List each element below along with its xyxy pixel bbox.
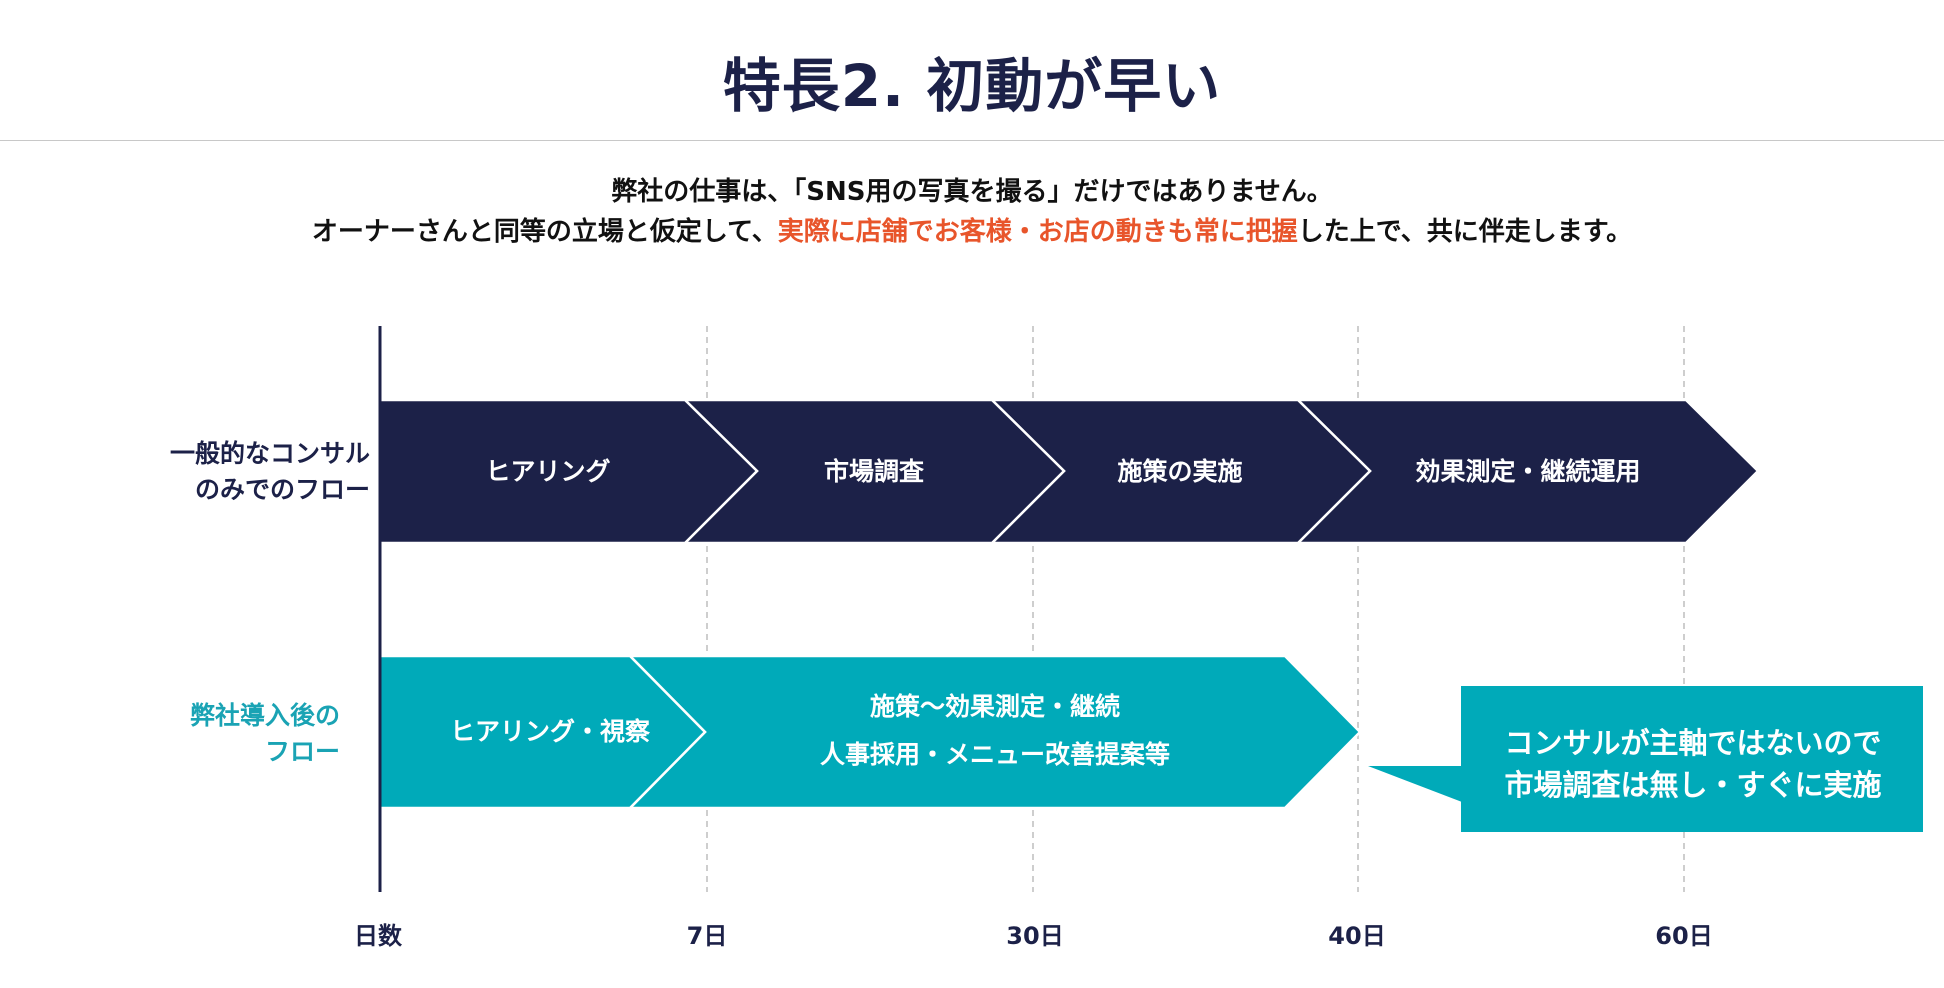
general-step-2-label: 市場調査	[824, 457, 924, 486]
general-flow-label-line-1: 一般的なコンサル	[169, 439, 370, 468]
callout-box	[1461, 686, 1923, 832]
our-step-2-chevron	[627, 654, 1362, 810]
callout-text: コンサルが主軸ではないので 市場調査は無し・すぐに実施	[1463, 722, 1923, 806]
callout-pointer	[1368, 766, 1462, 802]
our-step-1-label: ヒアリング・視察	[450, 717, 651, 746]
axis-label-30: 30日	[1006, 922, 1063, 950]
intro-line-2-accent: 実際に店舗でお客様・お店の動きも常に把握	[777, 217, 1298, 247]
callout-line-2: 市場調査は無し・すぐに実施	[1504, 768, 1882, 802]
intro-line-2-pre: オーナーさんと同等の立場と仮定して、	[311, 217, 778, 247]
intro-line-1: 弊社の仕事は、「SNS用の写真を撮る」だけではありません。	[611, 177, 1333, 207]
our-step-2-label-line-2: 人事採用・メニュー改善提案等	[820, 740, 1170, 769]
our-step-2-label-line-1: 施策～効果測定・継続	[870, 692, 1120, 721]
general-flow-label-line-2: のみでのフロー	[194, 475, 370, 504]
our-flow-label-line-2: フロー	[264, 737, 340, 766]
callout-line-1: コンサルが主軸ではないので	[1504, 726, 1882, 760]
axis-label-days: 日数	[354, 922, 403, 950]
title-divider	[0, 140, 1944, 141]
our-flow-label: 弊社導入後の フロー	[120, 698, 340, 770]
axis-label-7: 7日	[687, 922, 728, 950]
intro-line-2-post: した上で、共に伴走します。	[1297, 217, 1633, 247]
intro-line-2: オーナーさんと同等の立場と仮定して、実際に店舗でお客様・お店の動きも常に把握した…	[0, 212, 1944, 252]
our-flow-label-line-1: 弊社導入後の	[189, 701, 340, 730]
general-step-3-label: 施策の実施	[1117, 457, 1242, 486]
general-flow-label: 一般的なコンサル のみでのフロー	[120, 436, 370, 508]
general-step-4-label: 効果測定・継続運用	[1415, 457, 1640, 486]
general-step-1-label: ヒアリング	[485, 457, 610, 486]
axis-label-40: 40日	[1328, 922, 1385, 950]
intro-text: 弊社の仕事は、「SNS用の写真を撮る」だけではありません。 オーナーさんと同等の…	[0, 172, 1944, 252]
page-title: 特長2. 初動が早い	[722, 52, 1222, 120]
axis-label-60: 60日	[1655, 922, 1712, 950]
